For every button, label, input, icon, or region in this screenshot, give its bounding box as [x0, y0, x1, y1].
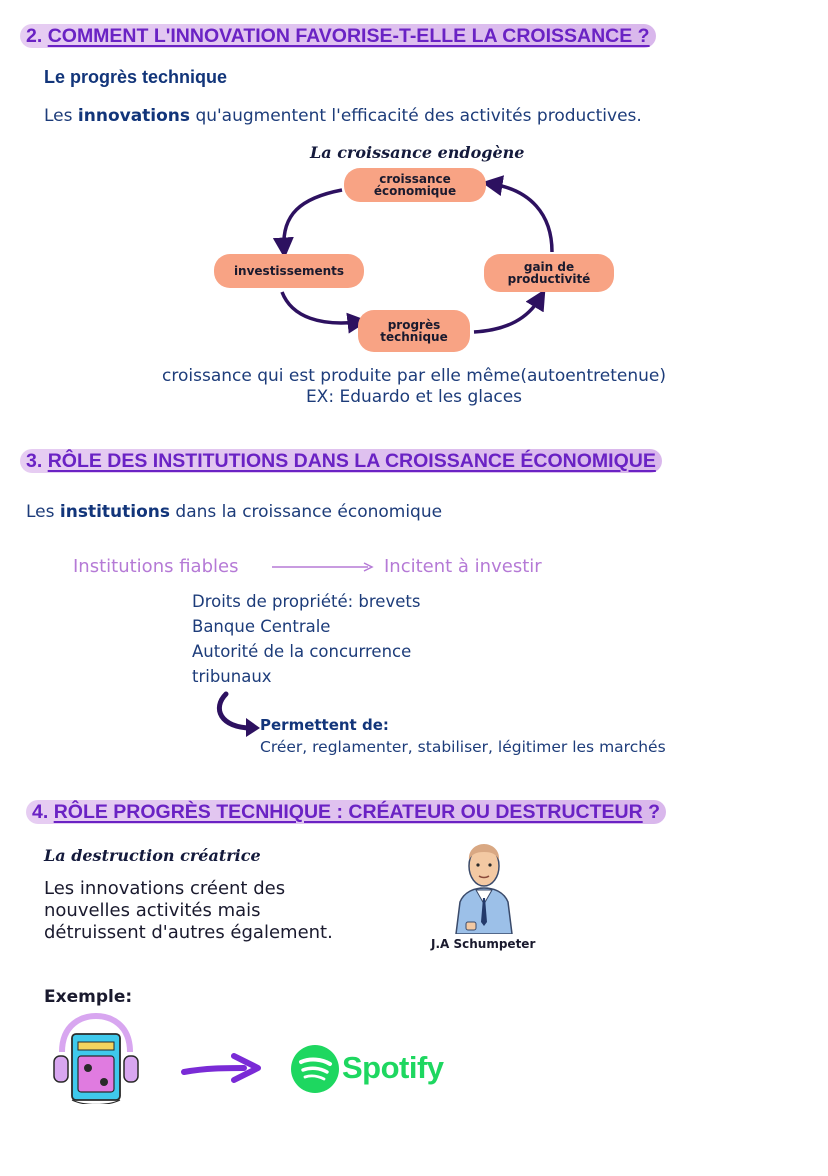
- permettent-label: Permettent de:: [260, 716, 389, 734]
- node-right-line-2: productivité: [507, 272, 591, 286]
- arrow-left-to-bottom: [280, 291, 369, 334]
- section-2-line: Les innovations qu'augmentent l'efficaci…: [44, 106, 642, 126]
- node-top-line-2: économique: [373, 184, 457, 198]
- section-3-line-bold: institutions: [59, 502, 170, 522]
- walkman-icon: [53, 1012, 139, 1104]
- section-4-subheading: La destruction créatrice: [44, 846, 261, 865]
- section-2-subheading: Le progrès technique: [44, 67, 228, 87]
- node-bottom-line-2: technique: [380, 330, 448, 344]
- list-item: Droits de propriété: brevets: [192, 592, 421, 611]
- institutions-fiables: Institutions fiables: [73, 556, 239, 577]
- schumpeter-portrait: [455, 844, 513, 934]
- permettent-text: Créer, reglamenter, stabiliser, légitime…: [260, 738, 666, 756]
- incitent-a-investir: Incitent à investir: [384, 556, 542, 577]
- section-3-line-rest: dans la croissance économique: [175, 502, 443, 522]
- section-4-title-suffix: ?: [648, 801, 661, 823]
- purple-arrow-icon: [181, 1053, 261, 1083]
- portrait-caption: J.A Schumpeter: [431, 937, 536, 951]
- section-4-heading: 4. RÔLE PROGRÈS TECNHIQUE : CRÉATEUR OU …: [26, 800, 667, 824]
- section-4-text: Les innovations créent des nouvelles act…: [44, 878, 333, 944]
- list-item: tribunaux: [192, 667, 272, 686]
- arrow-bottom-to-right: [473, 288, 546, 334]
- section-2-line-bold: innovations: [77, 106, 191, 126]
- section-3-title: RÔLE DES INSTITUTIONS DANS LA CROISSANCE…: [47, 450, 656, 472]
- section-2-number: 2.: [26, 25, 43, 47]
- diagram-title: La croissance endogène: [310, 143, 525, 162]
- node-investissements: investissements: [214, 254, 364, 288]
- spotify-wordmark: Spotify: [342, 1050, 444, 1085]
- arrow-top-to-left: [272, 188, 343, 259]
- example-label: Exemple:: [44, 987, 133, 1007]
- node-top-line-1: croissance: [379, 172, 451, 186]
- diagram-caption: croissance qui est produite par elle mêm…: [0, 366, 828, 408]
- caption-line-2: EX: Eduardo et les glaces: [305, 387, 523, 407]
- arrow-right-to-top: [481, 175, 554, 253]
- section-3-number: 3.: [26, 450, 43, 472]
- text-line: détruissent d'autres également.: [44, 922, 333, 943]
- section-2-title: COMMENT L'INNOVATION FAVORISE-T-ELLE LA …: [47, 25, 650, 47]
- list-item: Autorité de la concurrence: [192, 642, 412, 661]
- spotify-logo-icon: [291, 1045, 339, 1093]
- arrow-right-icon: [272, 562, 374, 572]
- section-2-heading: 2. COMMENT L'INNOVATION FAVORISE-T-ELLE …: [20, 24, 656, 48]
- section-2-line-prefix: Les: [44, 106, 73, 126]
- section-3-heading: 3. RÔLE DES INSTITUTIONS DANS LA CROISSA…: [20, 449, 662, 473]
- section-4-title: RÔLE PROGRÈS TECNHIQUE : CRÉATEUR OU DES…: [53, 801, 643, 823]
- institutions-list: Droits de propriété: brevets Banque Cent…: [192, 589, 420, 689]
- section-2-line-rest: qu'augmentent l'efficacité des activités…: [195, 106, 642, 126]
- node-left-label: investissements: [233, 264, 345, 278]
- text-line: nouvelles activités mais: [44, 900, 261, 921]
- section-3-line: Les institutions dans la croissance écon…: [26, 502, 442, 522]
- section-4-number: 4.: [32, 801, 49, 823]
- text-line: Les innovations créent des: [44, 878, 286, 899]
- caption-line-1: croissance qui est produite par elle mêm…: [162, 366, 666, 386]
- node-bottom-line-1: progrès: [387, 318, 441, 332]
- curved-arrow-icon: [216, 691, 260, 737]
- node-right-line-1: gain de: [523, 260, 575, 274]
- section-3-line-prefix: Les: [26, 502, 55, 522]
- cycle-arrows: [272, 175, 554, 334]
- list-item: Banque Centrale: [192, 617, 331, 636]
